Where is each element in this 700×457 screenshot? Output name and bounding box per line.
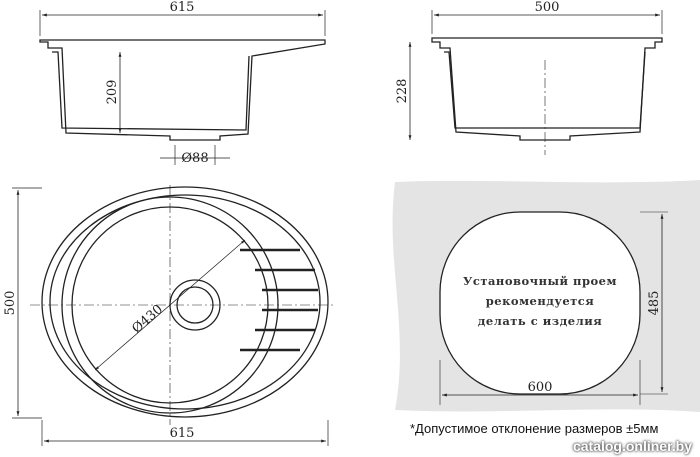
cutout-line-2: рекомендуется [486, 294, 595, 308]
cutout-line-3: делать с изделия [478, 314, 602, 328]
top-view [12, 185, 335, 446]
cutout-line-1: Установочный проем [463, 274, 617, 288]
dim-bowl-diameter: Ø430 [129, 302, 166, 337]
dim-cutout-width: 600 [528, 380, 553, 395]
side-profile-left [39, 10, 326, 165]
dim-height-left: 209 [105, 80, 120, 105]
tolerance-note: *Допустимое отклонение размеров ±5мм [410, 421, 659, 436]
dim-height-right: 228 [395, 79, 410, 104]
watermark: catalog.onliner.by [572, 438, 692, 454]
dim-width-right: 500 [535, 0, 560, 15]
dim-width-left: 615 [170, 0, 195, 15]
dim-drain: Ø88 [181, 151, 208, 166]
cutout-view: Установочный проем рекомендуется делать … [392, 180, 700, 412]
dim-top-width: 615 [170, 426, 195, 441]
dim-top-height: 500 [3, 291, 18, 316]
dim-cutout-height: 485 [647, 291, 662, 316]
side-profile-right [408, 10, 663, 155]
